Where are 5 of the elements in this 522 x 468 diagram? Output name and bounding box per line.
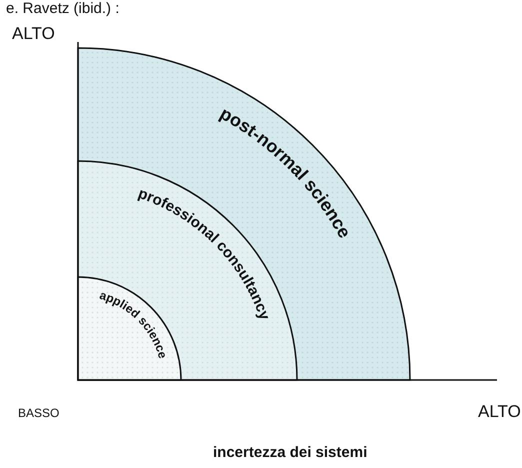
axis-label: ALTO xyxy=(478,402,521,422)
figure-note: e. Ravetz (ibid.) : xyxy=(6,0,120,17)
axis-label: BASSO xyxy=(18,406,60,420)
axis-title: incertezza dei sistemi xyxy=(213,444,368,461)
axis-label: ALTO xyxy=(12,24,55,44)
